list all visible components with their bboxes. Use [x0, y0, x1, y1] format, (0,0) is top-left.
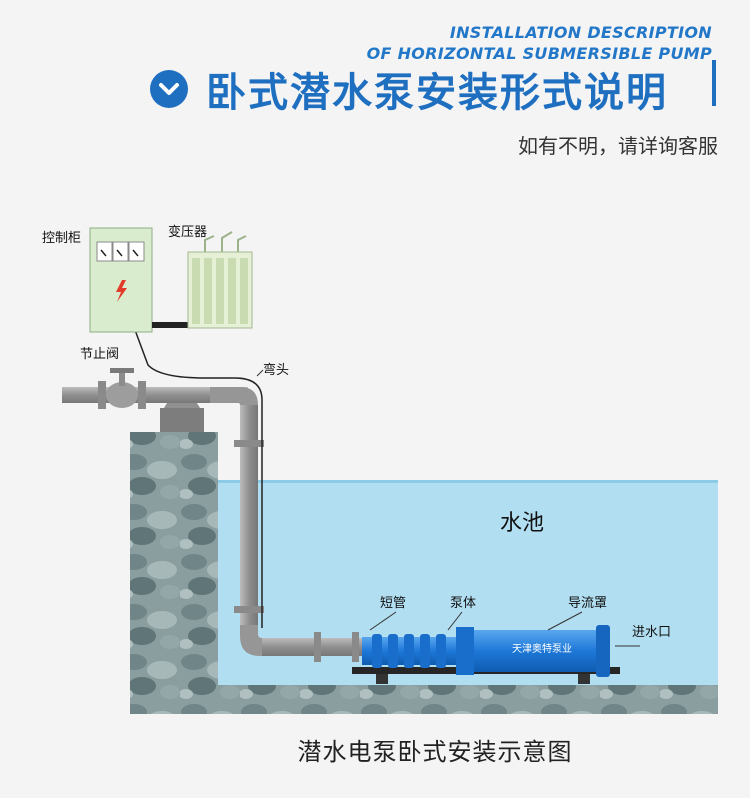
label-pool: 水池	[500, 511, 544, 536]
label-water-inlet: 进水口	[632, 625, 671, 640]
riser-pipe	[240, 405, 258, 630]
label-stop-valve: 节止阀	[80, 347, 119, 362]
flow-guide-cover: 天津奥特泵业	[474, 625, 610, 677]
page-title: 卧式潜水泵安装形式说明	[206, 70, 668, 116]
label-control-cabinet: 控制柜	[42, 231, 81, 246]
title-accent-bar	[712, 60, 716, 106]
english-title-line2: OF HORIZONTAL SUBMERSIBLE PUMP	[366, 44, 712, 63]
label-short-pipe: 短管	[380, 596, 406, 611]
power-cable	[134, 329, 263, 628]
pump-pedestal	[160, 408, 204, 432]
control-cabinet	[89, 227, 153, 333]
label-elbow: 弯头	[263, 362, 289, 378]
lightning-icon	[116, 280, 127, 302]
english-title: INSTALLATION DESCRIPTION OF HORIZONTAL S…	[367, 22, 712, 64]
english-title-line1: INSTALLATION DESCRIPTION	[449, 23, 712, 42]
stop-valve	[106, 368, 138, 408]
label-flow-cover: 导流罩	[568, 596, 607, 611]
label-pump-body: 泵体	[450, 596, 476, 611]
rock-floor	[130, 685, 718, 714]
short-pipe	[262, 638, 362, 656]
chevron-down-icon	[150, 70, 188, 108]
label-transformer: 变压器	[168, 224, 207, 240]
subtitle: 如有不明，请详询客服	[518, 134, 718, 158]
pump-brand-label: 天津奥特泵业	[512, 642, 572, 655]
rock-wall-left	[130, 432, 218, 714]
chinese-title-row: 卧式潜水泵安装形式说明	[150, 60, 668, 118]
pump-body	[362, 627, 474, 675]
diagram-caption: 潜水电泵卧式安装示意图	[297, 738, 573, 766]
transformer	[187, 231, 253, 329]
